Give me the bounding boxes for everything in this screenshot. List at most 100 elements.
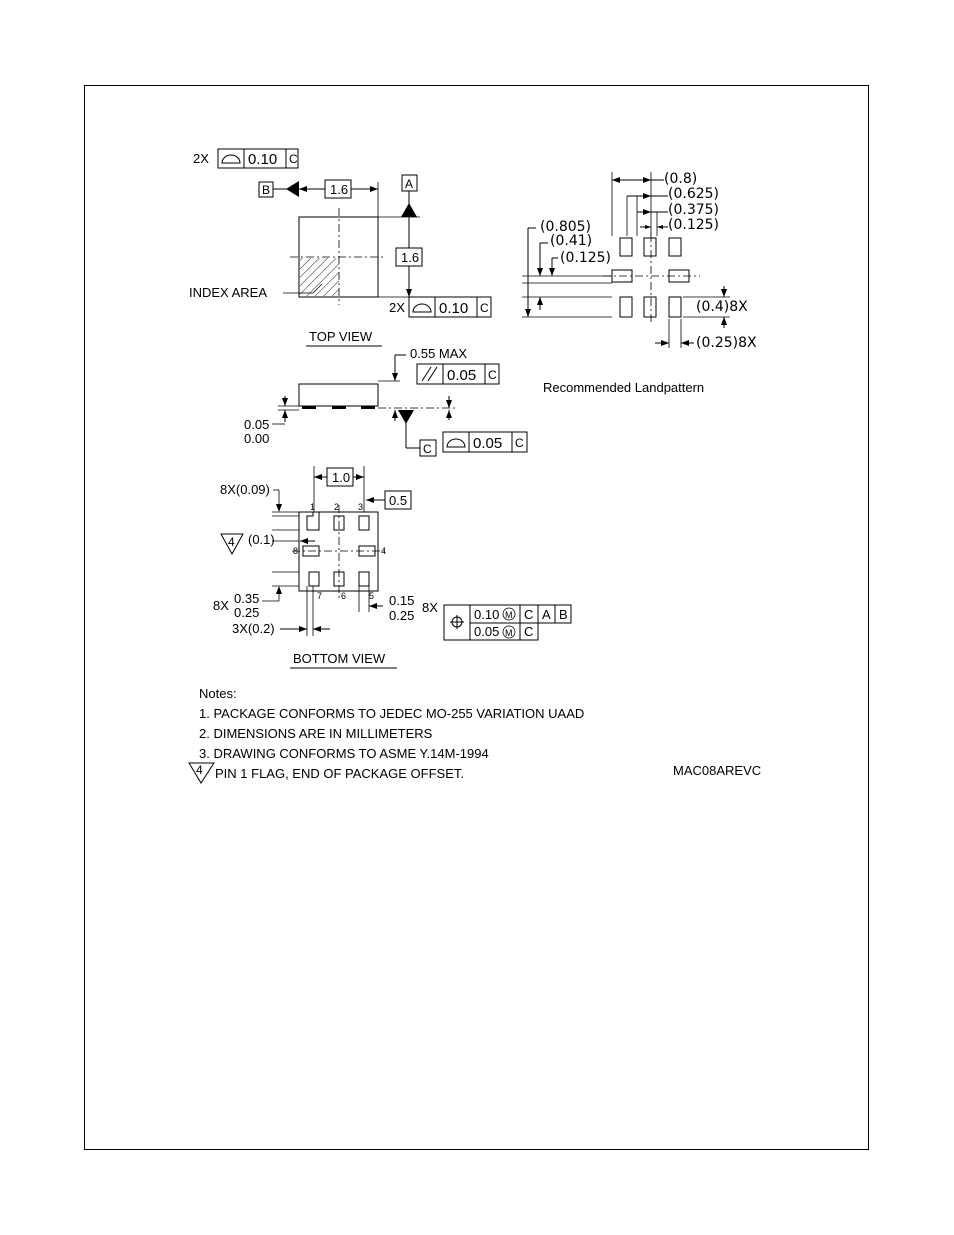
top-view: 2X 0.10 C B 1.6 A 1.6 — [189, 148, 492, 347]
lp-pad — [619, 296, 633, 318]
datum-c-label: C — [423, 442, 432, 456]
pin-number: 5 — [369, 591, 374, 601]
pin-2-pad — [333, 515, 345, 531]
pad-length-count: 8X — [213, 598, 229, 613]
position-datum-a: A — [542, 607, 551, 622]
bottom-view-body — [298, 511, 379, 592]
bottom-view-title: BOTTOM VIEW — [293, 651, 386, 666]
bottom-flatness-value: 0.10 — [439, 300, 468, 317]
pin-number: 6 — [341, 591, 346, 601]
flatness-symbol-icon — [412, 303, 432, 313]
flag-offset-dim: (0.1) — [248, 532, 275, 547]
note-4-triangle-icon — [188, 762, 215, 784]
notes: Notes: 1. PACKAGE CONFORMS TO JEDEC MO-2… — [199, 684, 584, 784]
pad-length-max: 0.35 — [234, 591, 259, 606]
datum-c-triangle-icon — [398, 410, 414, 424]
flatness-symbol-icon — [221, 154, 241, 164]
lp-pad — [619, 237, 633, 257]
width-dim: 1.6 — [330, 182, 348, 197]
pin-number: 3 — [358, 502, 363, 512]
drawing-frame — [84, 85, 869, 1150]
pitch-dim: 1.0 — [332, 470, 350, 485]
height-dim-box — [395, 247, 423, 267]
lp-dim-0-375: (0.375) — [668, 202, 719, 218]
parallelism-icon — [421, 366, 432, 382]
note-item: PIN 1 FLAG, END OF PACKAGE OFFSET. — [215, 766, 464, 781]
lp-pad-width: (0.25)8X — [696, 335, 757, 351]
note-4-triangle-icon — [220, 533, 244, 556]
pin-4-pad — [358, 545, 376, 557]
standoff-min: 0.00 — [244, 431, 269, 446]
mmc-modifier: M — [505, 610, 513, 620]
pin-6-pad — [333, 571, 345, 587]
datum-a-triangle-icon — [401, 203, 417, 217]
side-view-body — [298, 383, 379, 407]
mmc-modifier-icon — [502, 607, 516, 621]
mmc-modifier: M — [505, 628, 513, 638]
notes-heading: Notes: — [199, 686, 237, 701]
lp-dim-0-41: (0.41) — [550, 233, 592, 249]
side-flatness-datum: C — [515, 436, 524, 450]
width-dim-box — [324, 179, 352, 199]
bottom-view: 1.0 0.5 8X(0.09) 1 2 3 — [213, 466, 572, 669]
top-view-title: TOP VIEW — [309, 329, 373, 344]
parallelism-value: 0.05 — [447, 367, 476, 384]
mmc-modifier-icon — [502, 625, 516, 639]
pin-7-pad — [308, 571, 320, 587]
pin-number: 8 — [293, 546, 298, 556]
lp-pad — [668, 237, 682, 257]
position-tol-1: 0.10 — [474, 607, 499, 622]
pin-number: 2 — [334, 502, 339, 512]
top-flatness-datum: C — [289, 152, 298, 166]
pin-number: 4 — [381, 546, 386, 556]
position-frame-row-2 — [469, 622, 539, 641]
parallelism-frame — [416, 363, 500, 385]
top-flatness-count: 2X — [193, 151, 209, 166]
top-flatness-value: 0.10 — [248, 151, 277, 168]
pin-3-pad — [358, 515, 370, 531]
datum-c-box — [419, 439, 437, 457]
document-code: MAC08AREVC — [673, 763, 762, 778]
lp-dim-0-125: (0.125) — [668, 217, 719, 233]
flag-note-number: 4 — [228, 535, 235, 549]
position-datum-b: B — [559, 607, 568, 622]
bottom-flatness-datum: C — [480, 301, 489, 315]
pad-width-dim: 8X(0.09) — [220, 482, 270, 497]
landpattern: (0.8) (0.625) (0.375) (0.125) — [522, 171, 757, 395]
datum-b-triangle-icon — [286, 181, 299, 197]
standoff-max: 0.05 — [244, 417, 269, 432]
note-item: 3. DRAWING CONFORMS TO ASME Y.14M-1994 — [199, 746, 489, 761]
lp-dim-0-8: (0.8) — [664, 171, 697, 187]
lp-pad — [643, 237, 657, 257]
pad-width-count: 8X — [422, 600, 438, 615]
lp-dim-0-805: (0.805) — [540, 219, 591, 235]
half-pitch-dim: 0.5 — [389, 493, 407, 508]
position-datum-c: C — [524, 624, 533, 639]
parallelism-datum: C — [488, 368, 497, 382]
pad-length-min: 0.25 — [234, 605, 259, 620]
landpattern-caption: Recommended Landpattern — [543, 380, 704, 395]
side-flatness-value: 0.05 — [473, 435, 502, 452]
lp-dim-0-125-left: (0.125) — [560, 250, 611, 266]
pin-number: 1 — [310, 502, 315, 512]
max-height-dim: 0.55 MAX — [410, 346, 467, 361]
pin-1-pad — [306, 511, 320, 531]
flatness-symbol-icon — [446, 438, 466, 448]
datum-b-label: B — [262, 183, 270, 197]
spacing-dim: 3X(0.2) — [232, 621, 275, 636]
position-datum-c: C — [524, 607, 533, 622]
lp-pad-height: (0.4)8X — [696, 299, 748, 315]
bottom-flatness-count: 2X — [389, 300, 405, 315]
lp-pad — [668, 296, 682, 318]
note-item: 2. DIMENSIONS ARE IN MILLIMETERS — [199, 726, 433, 741]
lp-pad — [643, 296, 657, 318]
pad-width-min: 0.25 — [389, 608, 414, 623]
height-dim: 1.6 — [401, 250, 419, 265]
index-area-hatch — [300, 258, 339, 296]
lp-dim-0-625: (0.625) — [668, 186, 719, 202]
side-view: 0.55 MAX 0.05 C 0.05 0.00 — [244, 346, 528, 457]
note-item: 1. PACKAGE CONFORMS TO JEDEC MO-255 VARI… — [199, 706, 585, 721]
notes-flag-number: 4 — [196, 763, 203, 777]
position-tol-2: 0.05 — [474, 624, 499, 639]
